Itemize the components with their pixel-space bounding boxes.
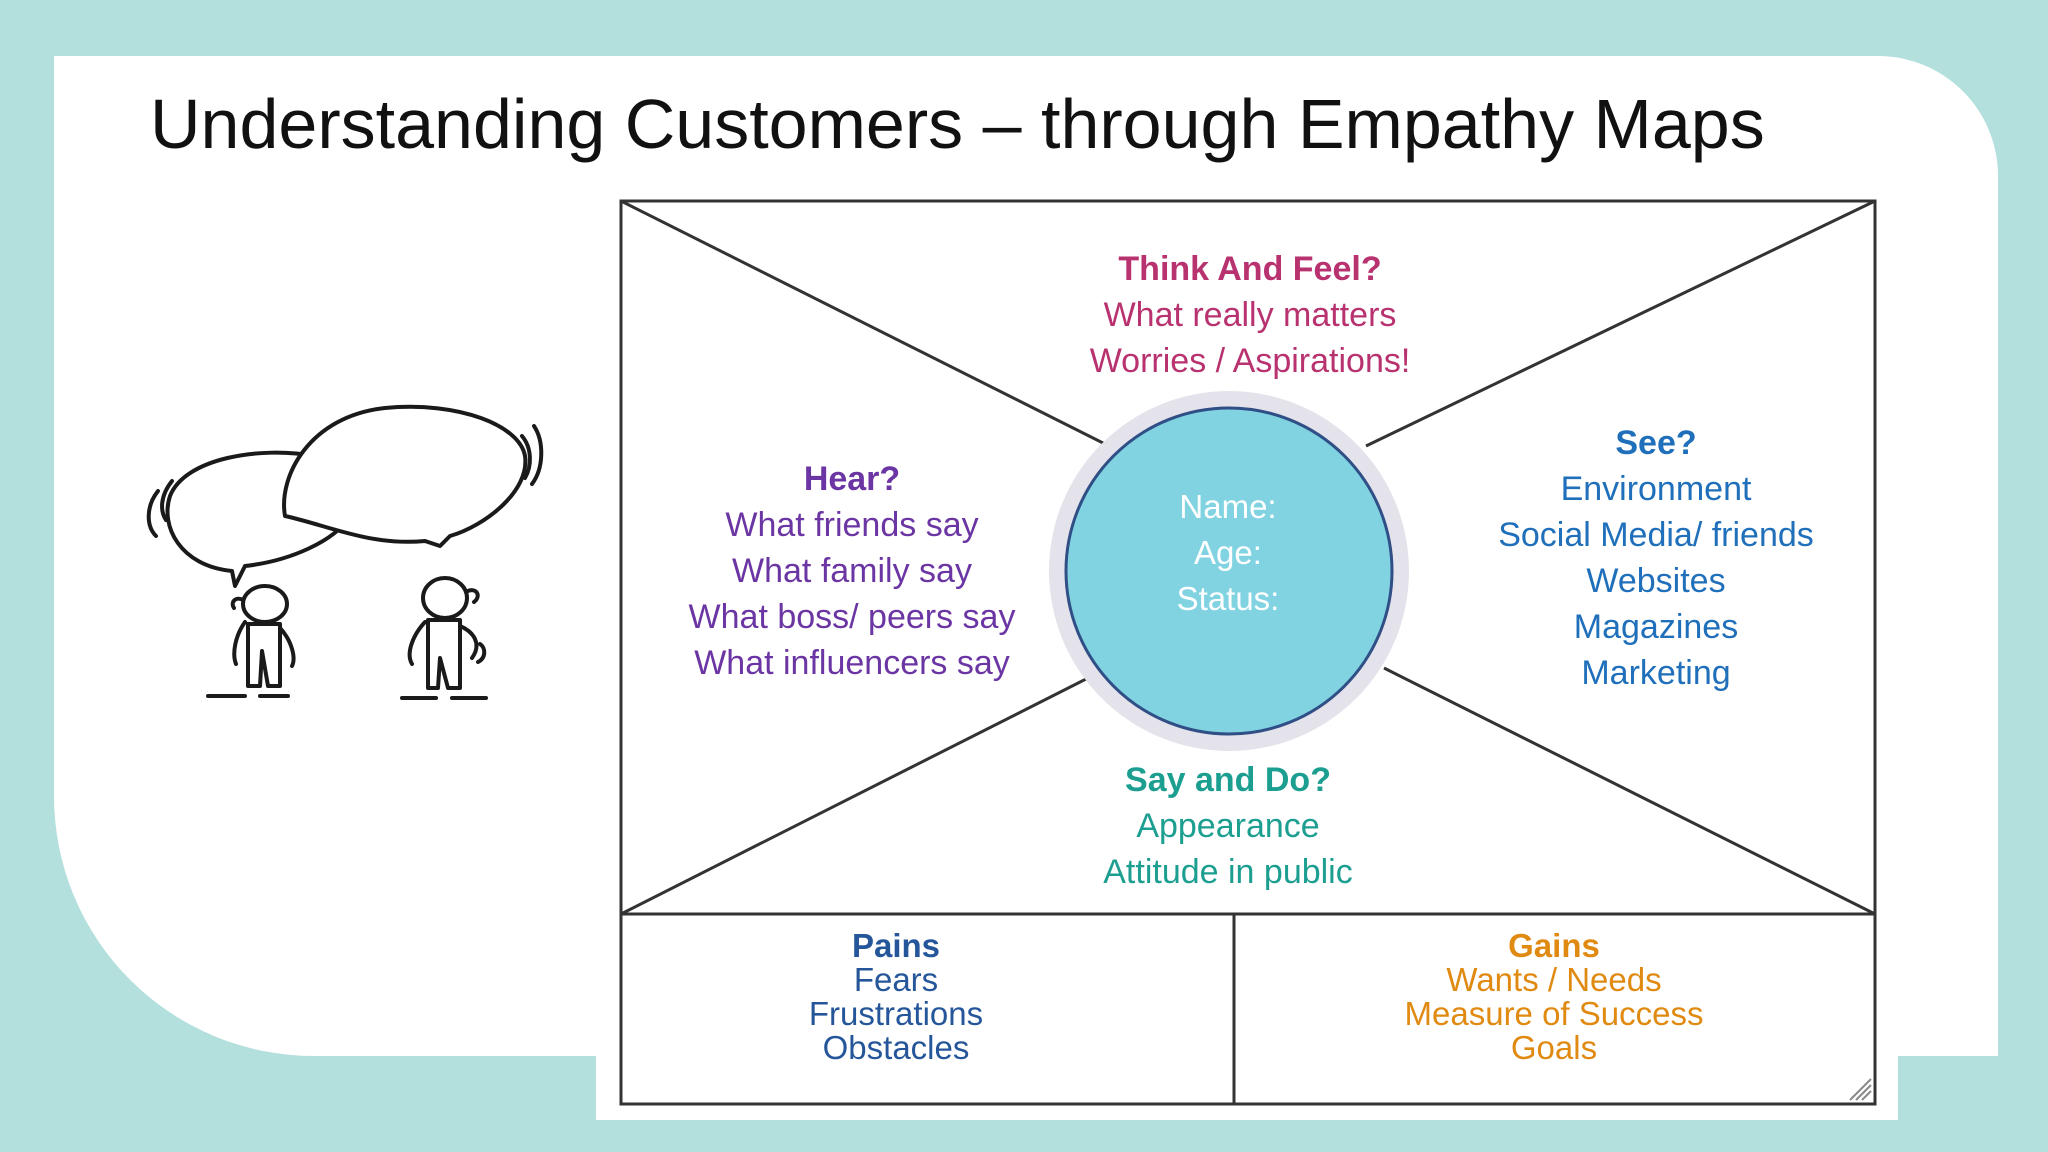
diagonal-bottom-right bbox=[1383, 666, 1876, 916]
section-see: See? Environment Social Media/ friends W… bbox=[1446, 420, 1866, 696]
persona-status-label: Status: bbox=[1176, 580, 1280, 617]
hear-heading: Hear? bbox=[803, 460, 901, 498]
hear-line: What influencers say bbox=[694, 644, 1010, 682]
gains-line: Measure of Success bbox=[1404, 995, 1704, 1032]
see-heading: See? bbox=[1615, 424, 1697, 462]
see-line: Environment bbox=[1560, 470, 1752, 508]
see-line: Marketing bbox=[1581, 654, 1731, 692]
persona-circle bbox=[1066, 408, 1392, 734]
persona-circle-outline bbox=[1064, 406, 1394, 736]
person-right bbox=[400, 576, 488, 700]
pains-line: Fears bbox=[853, 961, 939, 998]
section-gains: Gains Wants / Needs Measure of Success G… bbox=[1354, 929, 1754, 1065]
think-and-feel-line: What really matters bbox=[1103, 296, 1397, 334]
speech-bubble-right bbox=[282, 404, 528, 548]
think-and-feel-line: Worries / Aspirations! bbox=[1089, 342, 1411, 380]
hear-line: What boss/ peers say bbox=[688, 598, 1016, 636]
diagonal-bottom-left bbox=[620, 675, 1091, 916]
see-line: Websites bbox=[1586, 562, 1726, 600]
say-and-do-line: Attitude in public bbox=[1103, 853, 1353, 891]
section-think-and-feel: Think And Feel? What really matters Worr… bbox=[1050, 246, 1450, 384]
think-and-feel-heading: Think And Feel? bbox=[1118, 250, 1382, 288]
person-left bbox=[206, 584, 296, 698]
gains-line: Wants / Needs bbox=[1446, 961, 1662, 998]
see-line: Social Media/ friends bbox=[1498, 516, 1814, 554]
say-and-do-heading: Say and Do? bbox=[1125, 761, 1331, 799]
diagonal-top-right bbox=[1365, 199, 1876, 448]
pains-heading: Pains bbox=[851, 927, 941, 964]
say-and-do-line: Appearance bbox=[1136, 807, 1320, 845]
slide-title: Understanding Customers – through Empath… bbox=[150, 85, 1765, 163]
section-pains: Pains Fears Frustrations Obstacles bbox=[736, 929, 1056, 1065]
gains-line: Goals bbox=[1510, 1029, 1598, 1066]
persona-age-label: Age: bbox=[1194, 534, 1262, 571]
resize-grip-icon bbox=[1849, 1078, 1872, 1101]
map-outer-frame bbox=[619, 199, 1877, 1106]
two-people-talking-icon bbox=[146, 404, 544, 700]
persona-details: Name: Age: Status: bbox=[1128, 484, 1328, 622]
persona-name-label: Name: bbox=[1179, 488, 1277, 525]
hear-line: What friends say bbox=[725, 506, 979, 544]
gains-heading: Gains bbox=[1508, 927, 1600, 964]
see-line: Magazines bbox=[1573, 608, 1739, 646]
section-say-and-do: Say and Do? Appearance Attitude in publi… bbox=[1028, 757, 1428, 895]
hear-line: What family say bbox=[732, 552, 972, 590]
diagonal-top-left bbox=[620, 199, 1106, 446]
pains-line: Obstacles bbox=[822, 1029, 970, 1066]
pains-line: Frustrations bbox=[808, 995, 984, 1032]
section-hear: Hear? What friends say What family say W… bbox=[652, 456, 1052, 686]
